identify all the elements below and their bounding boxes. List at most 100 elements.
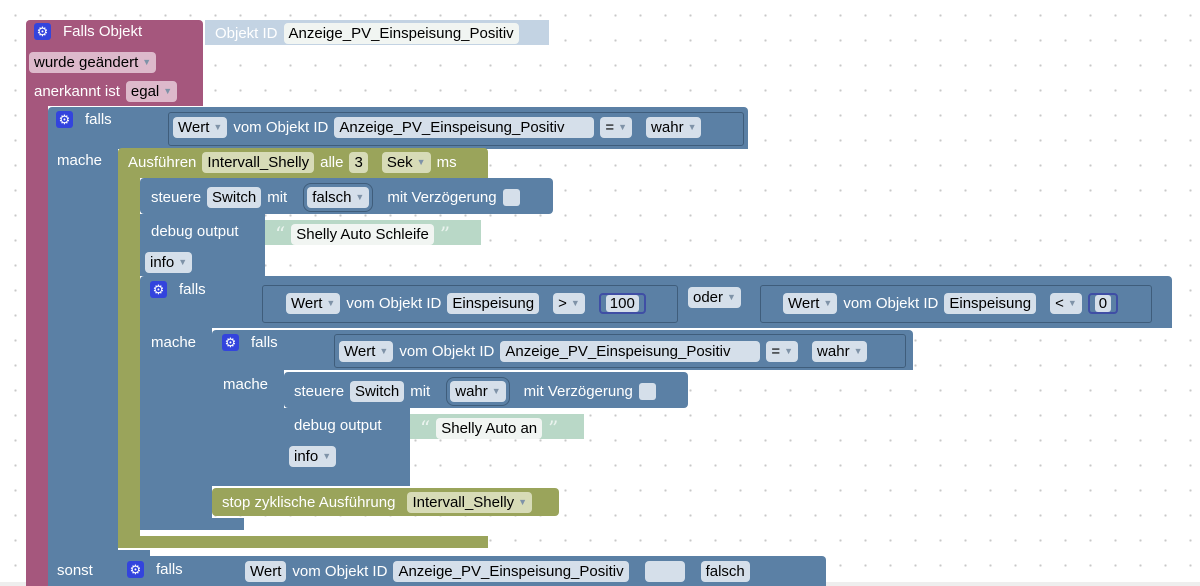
target-field[interactable]: Switch	[207, 187, 262, 208]
debug-label: debug output	[151, 223, 239, 240]
compare-block[interactable]	[760, 285, 1152, 323]
chevron-down-icon: ▼	[618, 122, 628, 132]
text-field[interactable]: Shelly Auto an	[436, 417, 543, 439]
if-block-2-arm	[140, 326, 212, 520]
close-quote-icon: ”	[548, 416, 559, 440]
control-label: steuere	[294, 383, 345, 400]
open-quote-icon: “	[420, 416, 431, 440]
operator-dropdown[interactable]: <▼	[1050, 293, 1082, 314]
or-value: oder	[693, 289, 724, 306]
bool-dropdown[interactable]: falsch▼	[303, 183, 374, 212]
chevron-down-icon: ▼	[687, 122, 697, 132]
bool-dropdown[interactable]: wahr▼	[446, 377, 510, 406]
number-block[interactable]: 100	[598, 293, 646, 314]
chevron-down-icon: ▼	[355, 192, 365, 202]
oid-label: Objekt ID	[215, 25, 278, 42]
if-block-2-bottom	[140, 518, 244, 530]
delay-checkbox[interactable]	[638, 383, 656, 400]
interval-value-field[interactable]: 3	[349, 152, 368, 173]
delay-checkbox[interactable]	[502, 189, 520, 206]
compare-block[interactable]	[262, 285, 678, 323]
gear-icon[interactable]: ⚙	[127, 561, 144, 578]
operator-dropdown[interactable]: =▼	[600, 117, 633, 138]
chevron-down-icon: ▼	[727, 292, 736, 302]
falls-label: falls	[179, 281, 206, 298]
oid-field[interactable]: Anzeige_PV_Einspeisung_Positiv	[393, 561, 629, 582]
operator-dropdown[interactable]: >▼	[553, 293, 585, 314]
bool-value: falsch	[312, 189, 352, 206]
oid-field[interactable]: Anzeige_PV_Einspeisung_Positiv	[334, 117, 595, 138]
gear-icon[interactable]: ⚙	[34, 23, 51, 40]
chevron-down-icon: ▼	[178, 257, 188, 267]
interval-name-field[interactable]: Intervall_Shelly	[202, 152, 315, 173]
else-if-top	[118, 550, 150, 560]
chevron-down-icon: ▼	[518, 497, 528, 507]
value-dropdown[interactable]: wahr▼	[812, 341, 868, 362]
oid-field[interactable]: Anzeige_PV_Einspeisung_Positiv	[283, 23, 519, 44]
target-field[interactable]: Switch	[350, 381, 405, 402]
chevron-down-icon: ▼	[416, 157, 426, 167]
gear-icon[interactable]: ⚙	[222, 334, 239, 351]
chevron-down-icon: ▼	[163, 86, 173, 96]
interval-dropdown[interactable]: Intervall_Shelly▼	[407, 492, 533, 513]
mache-label: mache	[151, 334, 197, 351]
unit-dropdown[interactable]: Sek▼	[381, 152, 431, 173]
event-title: Falls Objekt	[63, 23, 143, 40]
prop-dropdown[interactable]: Wert▼	[783, 293, 838, 314]
oid-field[interactable]: Anzeige_PV_Einspeisung_Positiv	[500, 341, 761, 362]
ms-label: ms	[436, 154, 457, 171]
close-quote-icon: ”	[439, 222, 451, 246]
interval-arm	[118, 176, 140, 548]
chevron-down-icon: ▼	[1067, 298, 1077, 308]
delay-label: mit Verzögerung	[387, 189, 497, 206]
level-dropdown[interactable]: info▼	[145, 252, 193, 273]
unit-value: Sek	[386, 154, 413, 171]
operator-dropdown[interactable]	[644, 561, 685, 582]
prop-dropdown[interactable]: Wert▼	[286, 293, 341, 314]
value-text: wahr	[817, 343, 850, 360]
falls-label: falls	[156, 561, 183, 578]
interval-name: Intervall_Shelly	[412, 494, 515, 511]
chevron-down-icon: ▼	[322, 451, 332, 461]
bool-value: wahr	[455, 383, 488, 400]
prop-dropdown[interactable]: Wert	[245, 561, 287, 582]
chevron-down-icon: ▼	[326, 298, 336, 308]
falls-label: falls	[251, 334, 278, 351]
operator-value: >	[558, 295, 567, 312]
or-dropdown[interactable]: oder▼	[688, 287, 741, 308]
if-block-3-bottom	[212, 470, 410, 486]
level-value: info	[294, 448, 319, 465]
prop-value: Wert	[344, 343, 376, 360]
value-text: wahr	[651, 119, 684, 136]
value-dropdown[interactable]: falsch	[700, 561, 750, 582]
mit-label: mit	[410, 383, 431, 400]
gear-icon[interactable]: ⚙	[56, 111, 73, 128]
oid-label: vom Objekt ID	[292, 563, 388, 580]
gear-icon[interactable]: ⚙	[150, 281, 167, 298]
prop-value: Wert	[788, 295, 820, 312]
number-block[interactable]: 0	[1087, 293, 1119, 314]
oid-field[interactable]: Einspeisung	[447, 293, 540, 314]
text-field[interactable]: Shelly Auto Schleife	[291, 223, 434, 245]
chevron-down-icon: ▼	[784, 346, 794, 356]
mache-label: mache	[223, 376, 269, 393]
oid-label: vom Objekt ID	[233, 119, 329, 136]
operator-value: =	[605, 119, 615, 136]
compare-block[interactable]	[168, 112, 744, 146]
ack-label: anerkannt ist	[34, 83, 120, 100]
oid-field[interactable]: Einspeisung	[944, 293, 1037, 314]
prop-dropdown[interactable]: Wert▼	[173, 117, 228, 138]
trigger-dropdown[interactable]: wurde geändert▼	[29, 52, 157, 73]
level-dropdown[interactable]: info▼	[289, 446, 337, 467]
number-value[interactable]: 100	[605, 295, 639, 312]
value-dropdown[interactable]: wahr▼	[646, 117, 702, 138]
level-value: info	[150, 254, 175, 271]
ack-dropdown[interactable]: egal▼	[125, 81, 178, 102]
mache-label: mache	[57, 152, 103, 169]
chevron-down-icon: ▼	[570, 298, 580, 308]
operator-dropdown[interactable]: =▼	[766, 341, 799, 362]
compare-block[interactable]	[334, 334, 906, 368]
every-label: alle	[320, 154, 344, 171]
number-value[interactable]: 0	[1094, 295, 1112, 312]
prop-dropdown[interactable]: Wert▼	[339, 341, 394, 362]
